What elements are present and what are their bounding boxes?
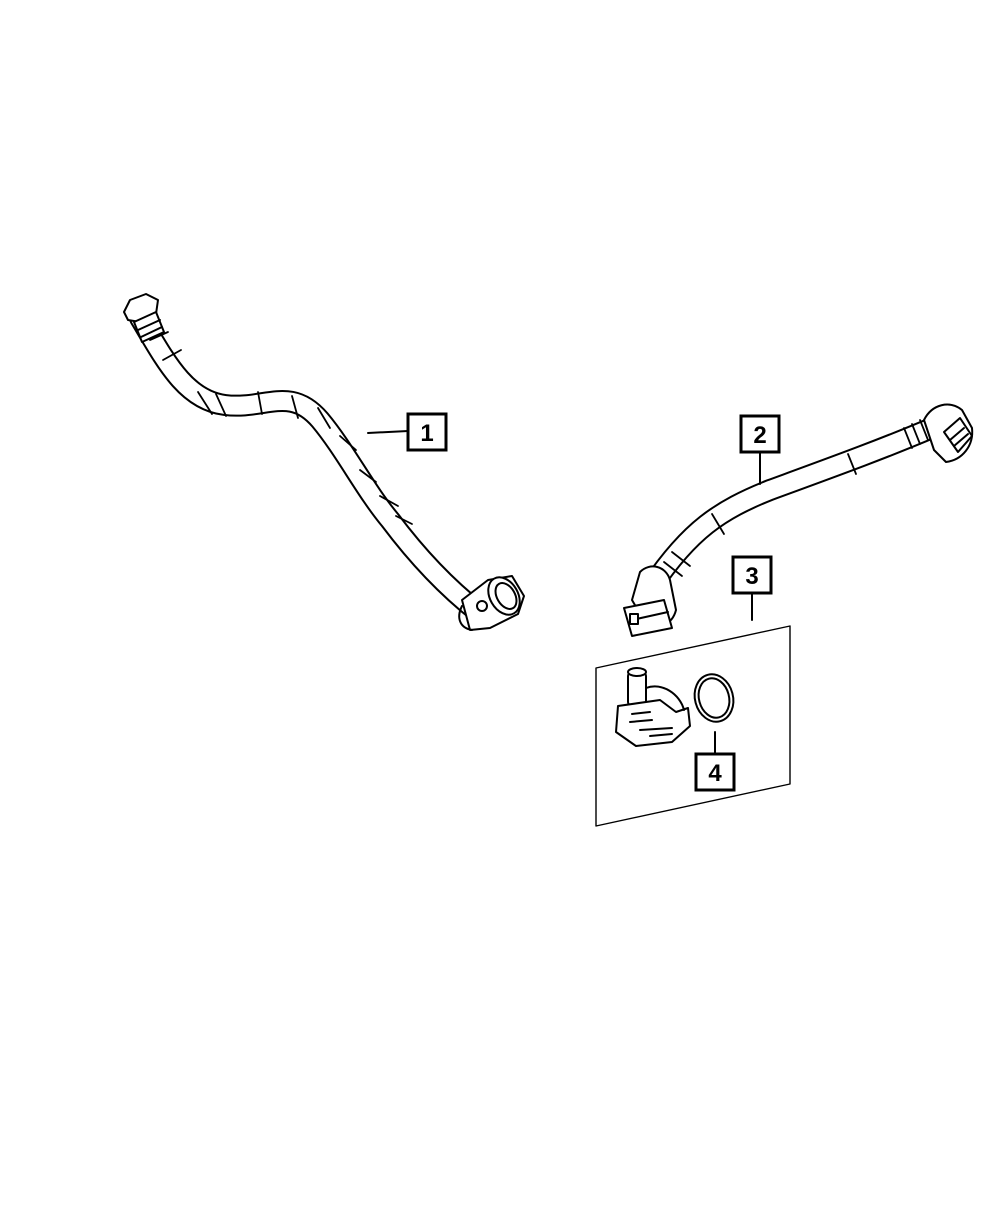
callout-1: 1 — [406, 412, 448, 452]
leader-line-1 — [367, 430, 409, 434]
callout-3: 3 — [731, 555, 773, 595]
callout-1-label: 1 — [420, 420, 433, 447]
hose-part-2 — [623, 403, 974, 637]
quick-connector — [615, 667, 691, 747]
callout-3-label: 3 — [745, 563, 758, 590]
callout-4-label: 4 — [708, 760, 722, 787]
callout-4: 4 — [694, 752, 736, 792]
hose-part-1 — [123, 293, 525, 631]
callout-2-label: 2 — [753, 422, 766, 449]
callout-2: 2 — [739, 414, 781, 454]
o-ring — [693, 673, 735, 723]
kit-panel — [595, 625, 791, 827]
leader-lines — [367, 430, 761, 757]
